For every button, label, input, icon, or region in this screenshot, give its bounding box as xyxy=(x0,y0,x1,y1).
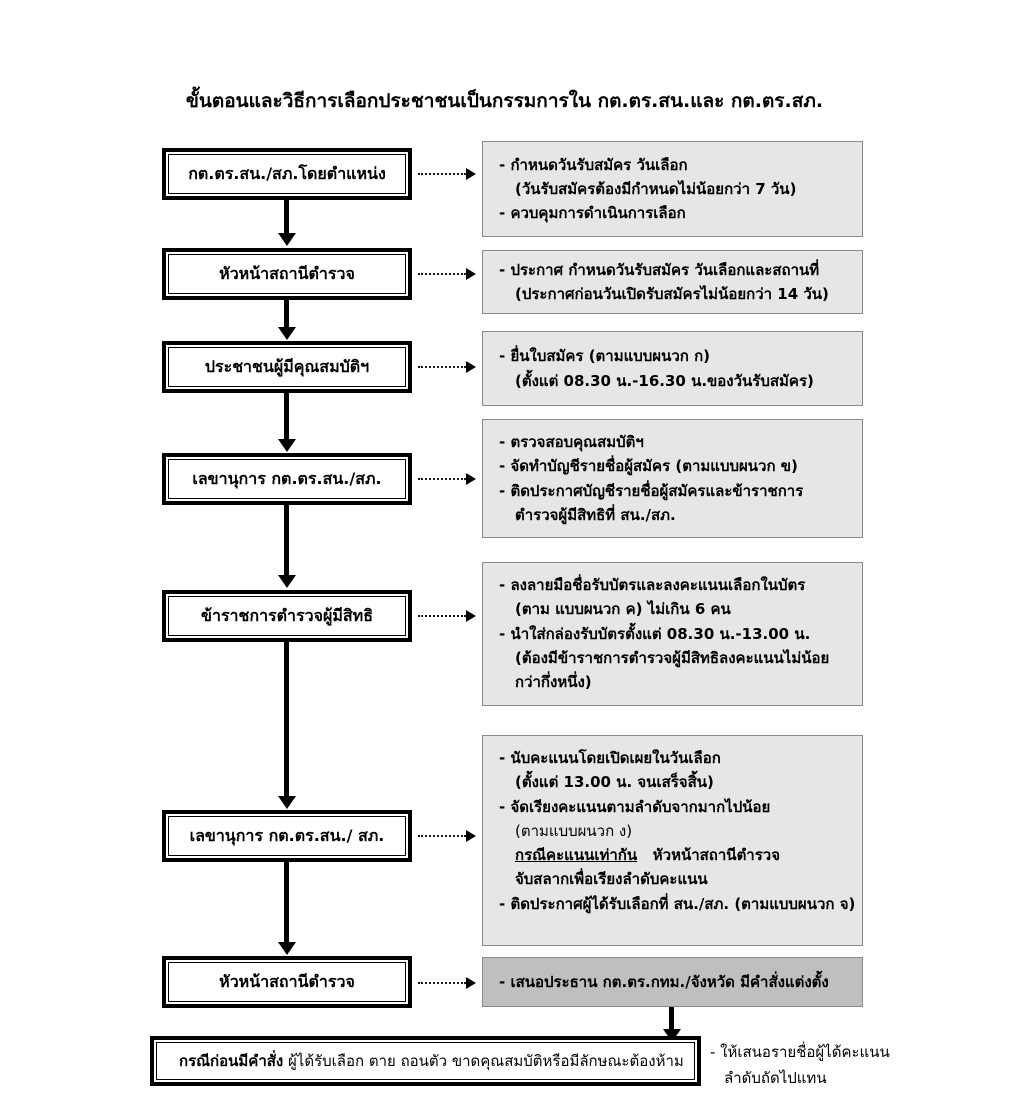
detail-line: - กำหนดวันรับสมัคร วันเลือก xyxy=(499,155,688,174)
flow-line-3-4 xyxy=(284,393,289,441)
dotted-arrowhead-4 xyxy=(466,473,476,485)
flow-line-4-5 xyxy=(284,505,289,577)
detail-line: - นำใส่กล่องรับบัตรตั้งแต่ 08.30 น.-13.0… xyxy=(499,624,811,643)
flow-arrow-1-2 xyxy=(278,233,296,246)
bottom-condition-label: กรณีก่อนมีคำสั่ง ผู้ได้รับเลือก ตาย ถอนต… xyxy=(179,1053,684,1070)
detail-panel-7: - เสนอประธาน กต.ตร.กทม./จังหวัด มีคำสั่ง… xyxy=(482,957,863,1007)
flow-arrow-5-6 xyxy=(278,796,296,809)
dotted-connector-5 xyxy=(418,615,466,617)
detail-line: - ตรวจสอบคุณสมบัติฯ xyxy=(499,432,644,451)
flow-line-6-7 xyxy=(284,862,289,944)
role-box-2-inner: หัวหน้าสถานีตำรวจ xyxy=(168,254,406,294)
flow-arrow-2-3 xyxy=(278,327,296,340)
flow-line-5-6 xyxy=(284,642,289,798)
dotted-arrowhead-3 xyxy=(466,361,476,373)
dotted-arrowhead-7 xyxy=(466,977,476,989)
flow-line-2-3 xyxy=(284,300,289,329)
tie-case-rest: หัวหน้าสถานีตำรวจ xyxy=(637,846,780,865)
role-box-4-label: เลขานุการ กต.ตร.สน./สภ. xyxy=(192,469,382,489)
dotted-arrowhead-1 xyxy=(466,168,476,180)
dotted-connector-3 xyxy=(418,366,466,368)
page-title: ขั้นตอนและวิธีการเลือกประชาชนเป็นกรรมการ… xyxy=(185,90,824,112)
tie-case-underlined: กรณีคะแนนเท่ากัน xyxy=(515,846,638,865)
dotted-connector-4 xyxy=(418,478,466,480)
detail-line: (วันรับสมัครต้องมีกำหนดไม่น้อยกว่า 7 วัน… xyxy=(515,179,797,198)
detail-line: - เสนอประธาน กต.ตร.กทม./จังหวัด มีคำสั่ง… xyxy=(499,972,829,991)
dotted-arrowhead-5 xyxy=(466,610,476,622)
role-box-5-label: ข้าราชการตำรวจผู้มีสิทธิ xyxy=(201,606,373,626)
detail-line: จับสลากเพื่อเรียงลำดับคะแนน xyxy=(515,870,708,889)
bottom-condition-label-bold: กรณีก่อนมีคำสั่ง xyxy=(179,1051,284,1070)
flow-line-7-bottom xyxy=(669,1007,674,1031)
bottom-side-note: - ให้เสนอรายชื่อผู้ได้คะแนน ลำดับถัดไปแท… xyxy=(710,1040,890,1091)
detail-line-main: - ยื่นใบสมัคร (ตามแบบผนวก ก) xyxy=(499,347,711,366)
detail-line: - จัดเรียงคะแนนตามลำดับจากมากไปน้อย xyxy=(499,797,771,816)
flow-arrow-6-7 xyxy=(278,942,296,955)
bottom-condition-box[interactable]: กรณีก่อนมีคำสั่ง ผู้ได้รับเลือก ตาย ถอนต… xyxy=(150,1036,701,1086)
detail-line: (ประกาศก่อนวันเปิดรับสมัครไม่น้อยกว่า 14… xyxy=(515,285,829,303)
detail-panel-1: - กำหนดวันรับสมัคร วันเลือก (วันรับสมัคร… xyxy=(482,141,863,237)
bottom-side-note-line: ลำดับถัดไปแทน xyxy=(724,1068,827,1087)
detail-line: - ติดประกาศผู้ได้รับเลือกที่ สน./สภ. (ตา… xyxy=(499,894,856,913)
role-box-2[interactable]: หัวหน้าสถานีตำรวจ xyxy=(162,248,412,300)
role-box-5[interactable]: ข้าราชการตำรวจผู้มีสิทธิ xyxy=(162,590,412,642)
dotted-connector-2 xyxy=(418,273,466,275)
dotted-connector-1 xyxy=(418,173,466,175)
dotted-arrowhead-2 xyxy=(466,268,476,280)
role-box-4-inner: เลขานุการ กต.ตร.สน./สภ. xyxy=(168,459,406,499)
role-box-4[interactable]: เลขานุการ กต.ตร.สน./สภ. xyxy=(162,453,412,505)
detail-panel-3: - ยื่นใบสมัคร (ตามแบบผนวก ก) (ตั้งแต่ 08… xyxy=(482,331,863,406)
flow-arrow-4-5 xyxy=(278,575,296,588)
role-box-6-label: เลขานุการ กต.ตร.สน./ สภ. xyxy=(189,826,385,846)
dotted-connector-6 xyxy=(418,835,466,837)
detail-line: (ตาม แบบผนวก ค) ไม่เกิน 6 คน xyxy=(515,600,731,619)
detail-line: - ควบคุมการดำเนินการเลือก xyxy=(499,204,686,223)
dotted-arrowhead-6 xyxy=(466,830,476,842)
detail-line-tie: กรณีคะแนนเท่ากัน หัวหน้าสถานีตำรวจ xyxy=(499,843,848,867)
role-box-6[interactable]: เลขานุการ กต.ตร.สน./ สภ. xyxy=(162,810,412,862)
role-box-6-inner: เลขานุการ กต.ตร.สน./ สภ. xyxy=(168,816,406,856)
detail-panel-2: - ประกาศ กำหนดวันรับสมัคร วันเลือกและสถา… xyxy=(482,250,863,314)
detail-line: (ตั้งแต่ 08.30 น.-16.30 น.ของวันรับสมัคร… xyxy=(515,371,814,390)
detail-panel-5: - ลงลายมือชื่อรับบัตรและลงคะแนนเลือกในบั… xyxy=(482,562,863,706)
flow-arrow-3-4 xyxy=(278,439,296,452)
detail-line: กว่ากึ่งหนึ่ง) xyxy=(515,673,592,692)
role-box-3-inner: ประชาชนผู้มีคุณสมบัติฯ xyxy=(168,347,406,387)
detail-panel-6: - นับคะแนนโดยเปิดเผยในวันเลือก (ตั้งแต่ … xyxy=(482,735,863,946)
role-box-3-label: ประชาชนผู้มีคุณสมบัติฯ xyxy=(204,357,370,377)
detail-line: - นับคะแนนโดยเปิดเผยในวันเลือก xyxy=(499,749,721,767)
bottom-side-note-line: - ให้เสนอรายชื่อผู้ได้คะแนน xyxy=(710,1043,890,1061)
role-box-2-label: หัวหน้าสถานีตำรวจ xyxy=(219,264,355,284)
role-box-1[interactable]: กต.ตร.สน./สภ.โดยตำแหน่ง xyxy=(162,148,412,200)
role-box-7-label: หัวหน้าสถานีตำรวจ xyxy=(219,972,355,992)
detail-line: - ลงลายมือชื่อรับบัตรและลงคะแนนเลือกในบั… xyxy=(499,576,806,594)
role-box-5-inner: ข้าราชการตำรวจผู้มีสิทธิ xyxy=(168,596,406,636)
bottom-condition-inner: กรณีก่อนมีคำสั่ง ผู้ได้รับเลือก ตาย ถอนต… xyxy=(156,1042,695,1080)
detail-line: - ยื่นใบสมัคร (ตามแบบผนวก ก) xyxy=(499,344,848,368)
detail-line: - ติดประกาศบัญชีรายชื่อผู้สมัครและข้าราช… xyxy=(499,481,804,500)
detail-panel-4: - ตรวจสอบคุณสมบัติฯ - จัดทำบัญชีรายชื่อผ… xyxy=(482,419,863,538)
role-box-1-inner: กต.ตร.สน./สภ.โดยตำแหน่ง xyxy=(168,154,406,194)
dotted-connector-7 xyxy=(418,982,466,984)
detail-line: ตำรวจผู้มีสิทธิที่ สน./สภ. xyxy=(515,505,676,524)
detail-line: - จัดทำบัญชีรายชื่อผู้สมัคร (ตามแบบผนวก … xyxy=(499,457,798,476)
detail-line: (ตั้งแต่ 13.00 น. จนเสร็จสิ้น) xyxy=(515,773,714,792)
role-box-3[interactable]: ประชาชนผู้มีคุณสมบัติฯ xyxy=(162,341,412,393)
detail-line: - ประกาศ กำหนดวันรับสมัคร วันเลือกและสถา… xyxy=(499,260,820,279)
role-box-7-inner: หัวหน้าสถานีตำรวจ xyxy=(168,962,406,1002)
detail-line: (ตามแบบผนวก ง) xyxy=(515,821,633,840)
role-box-7[interactable]: หัวหน้าสถานีตำรวจ xyxy=(162,956,412,1008)
role-box-1-label: กต.ตร.สน./สภ.โดยตำแหน่ง xyxy=(188,164,386,184)
detail-line: (ต้องมีข้าราชการตำรวจผู้มีสิทธิลงคะแนนไม… xyxy=(515,648,830,667)
bottom-condition-label-rest: ผู้ได้รับเลือก ตาย ถอนตัว ขาดคุณสมบัติหร… xyxy=(288,1051,684,1070)
flow-line-1-2 xyxy=(284,200,289,235)
